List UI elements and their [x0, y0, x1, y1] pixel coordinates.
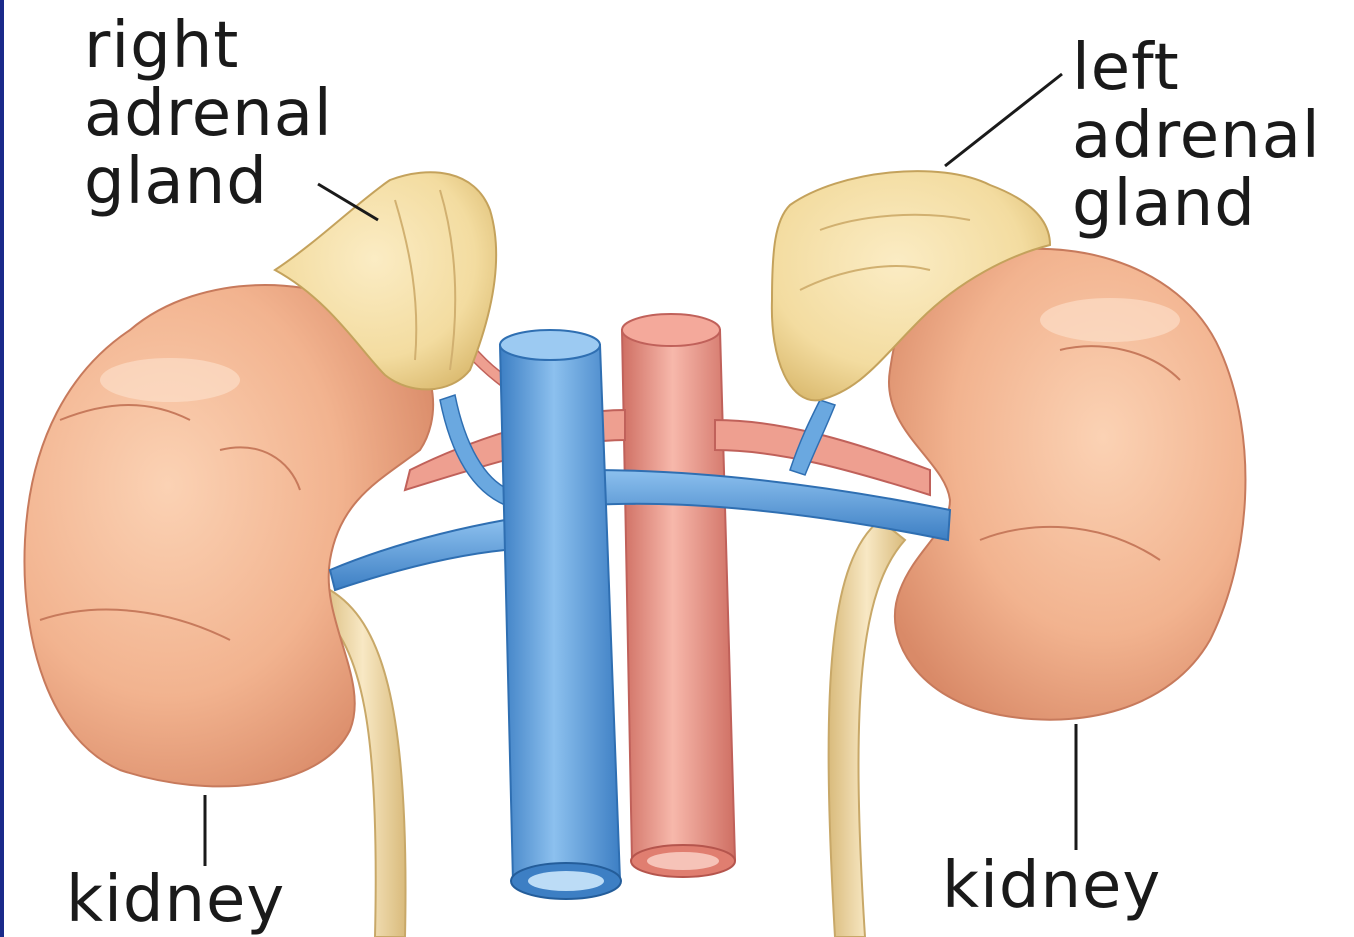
right-adrenal-label-line-2: adrenal [84, 80, 333, 148]
right-renal-vein [330, 520, 505, 590]
right-kidney-label: kidney [66, 866, 285, 934]
left-adrenal-label-line-3: gland [1072, 170, 1321, 238]
right-adrenal-label-line-3: gland [84, 148, 333, 216]
left-adrenal-label: left adrenal gland [1072, 34, 1321, 238]
left-kidney [889, 249, 1246, 720]
inferior-vena-cava [500, 330, 621, 899]
left-ureter [829, 520, 905, 937]
right-adrenal-label-line-1: right [84, 12, 333, 80]
right-adrenal-label: right adrenal gland [84, 12, 333, 216]
left-kidney-label: kidney [942, 852, 1161, 920]
left-adrenal-leader-line [945, 74, 1062, 166]
left-adrenal-label-line-2: adrenal [1072, 102, 1321, 170]
aorta [622, 314, 735, 877]
left-adrenal-label-line-1: left [1072, 34, 1321, 102]
